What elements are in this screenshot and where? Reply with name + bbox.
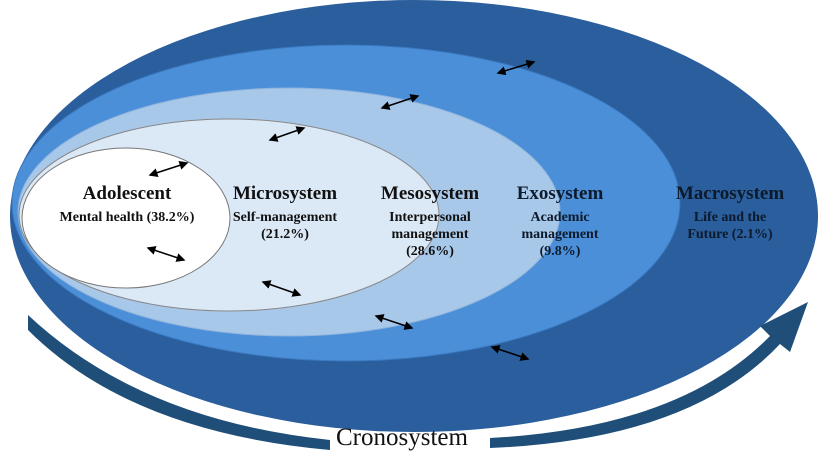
mesosystem-label: Mesosystem Interpersonal management (28.… xyxy=(380,183,480,259)
exosystem-label: Exosystem Academic management (9.8%) xyxy=(516,183,604,259)
interaction-arrow xyxy=(374,314,414,330)
cronosystem-arrow-right xyxy=(490,302,808,448)
interaction-arrow xyxy=(268,126,306,142)
interaction-arrow xyxy=(496,59,536,76)
interaction-arrow xyxy=(148,161,189,177)
adolescent-label: Adolescent Mental health (38.2%) xyxy=(59,183,195,225)
interaction-arrow xyxy=(146,246,186,262)
interaction-arrow xyxy=(261,280,302,297)
macrosystem-label: Macrosystem Life and the Future (2.1%) xyxy=(675,183,785,242)
interaction-arrow xyxy=(490,345,530,361)
cronosystem-arrow-left xyxy=(28,315,330,450)
cronosystem-label: Cronosystem xyxy=(336,424,468,451)
interaction-arrow xyxy=(380,94,420,110)
microsystem-label: Microsystem Self-management (21.2%) xyxy=(232,183,338,242)
